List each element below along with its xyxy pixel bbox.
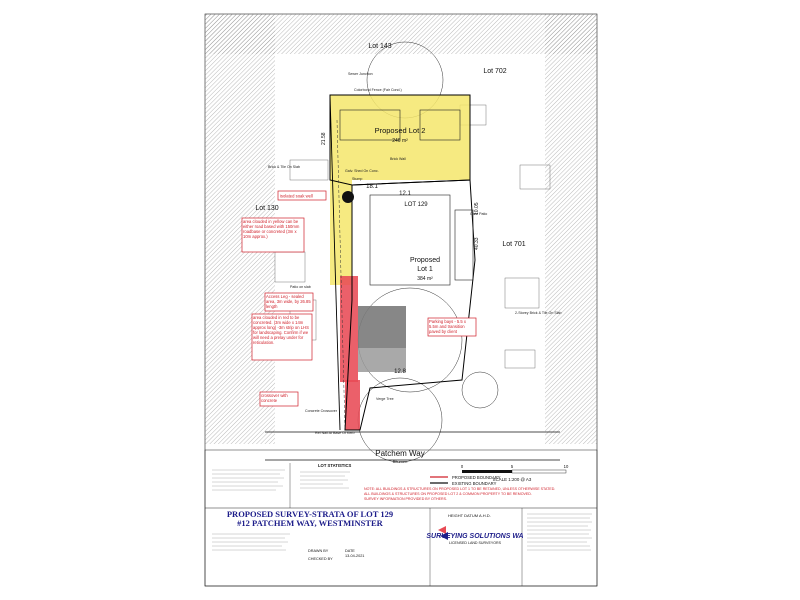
lot130-label: Lot 130 [255,205,278,212]
isolated-soak-well [342,191,354,203]
lot129-label: LOT 129 [404,202,428,208]
legend-note-1: NOTE: ALL BUILDINGS & STRUCTURES ON PROP… [364,487,555,491]
grey-parking-bay-2 [358,348,406,372]
company-name: SURVEYING SOLUTIONS WA [426,533,523,540]
date-label: DATE [345,549,355,553]
legend-note-2: ALL BUILDINGS & STRUCTURES ON PROPOSED L… [364,492,532,496]
lot702-label: Lot 702 [483,68,506,75]
scale-tick-0: 0 [461,464,464,469]
lot1-boundary [344,179,476,431]
note-access-leg: Access Leg - sealed area, 3m wide, by 26… [264,292,314,312]
svg-text:isolated soak well: isolated soak well [280,194,313,199]
checked-by-label: CHECKED BY [308,557,333,561]
dim-lower: 12.8 [394,369,406,375]
red-cloud-area [340,276,358,382]
dim-top: 12.1 [399,191,411,197]
street-name: Patchem Way [375,449,425,458]
main-title-2: #12 PATCHEM WAY, WESTMINSTER [237,518,383,528]
lot2-title: Proposed Lot 2 [375,126,426,135]
scale-tick-5: 5 [511,464,514,469]
lot1-sub: Lot 1 [417,266,433,273]
street-sub: Bitumen [393,459,408,464]
two-storey-label: 2-Storey Brick & Tile On Slab [515,311,562,315]
scale-label: SCALE 1:200 @ A3 [493,477,532,482]
note-red-cloud: area clouded in red to be concreted. (3m… [251,313,313,361]
note-yellow-cloud: area clouded in yellow can be either roa… [241,217,305,253]
ref-nail-label: Ref Nail At Base Of Kerb [315,431,355,435]
brick-tile-label: Brick & Tile On Slab [268,165,300,169]
sewer-junction-label: Sewer Junction [348,72,373,76]
legend-note-3: SURVEY INFORMATION PROVIDED BY OTHERS. [364,497,447,501]
dim-mid: 18.1 [366,184,378,190]
note-parking-bays: Parking bays - 5.5 x 5.5m and transition… [427,317,477,337]
company-logo [438,526,448,540]
note-isolated-soak-well: isolated soak well [277,190,327,201]
drawn-by-label: DRAWN BY [308,549,329,553]
verge-tree-label: Verge Tree [376,397,394,401]
brick-wall-label: Brick Wall [390,157,406,161]
lot2-area: 246 m² [392,138,408,144]
hatch-right [545,14,597,444]
colorbond-fence-label: Colorbond Fence (Fair Cond.) [354,88,402,92]
lot1-area: 384 m² [417,276,433,282]
legend-existing-label: EXISTING BOUNDARY [452,481,497,486]
fine-print [212,469,592,551]
dim-right-upper: 10.05 [474,202,480,215]
dim-left-upper: 21.58 [321,132,327,145]
patio-slab-label: Patio on slab [290,285,311,289]
galv-patio-label: Galv. Patio [470,212,487,216]
height-datum: HEIGHT DATUM A.H.D. [448,513,491,518]
house-footprints [339,109,474,286]
note-crossover: crossover with concrete [259,391,299,407]
scale-tick-10: 10 [564,464,569,469]
main-title-1: PROPOSED SURVEY-STRATA OF LOT 129 [227,509,393,519]
legend-proposed-label: PROPOSED BOUNDARY [452,475,501,480]
red-cloud-crossover [345,380,360,430]
title-block [204,449,598,587]
lot1-title: Proposed [410,257,440,264]
date-value: 13-04-2021 [345,554,364,558]
yellow-access-strip [330,180,352,285]
galv-shed-label: Galv. Shed On Conc. [345,169,379,173]
dim-right-lower: 40.33 [474,237,480,250]
lot-statistics-heading: LOT STATISTICS [318,463,352,468]
dashed-line [336,119,346,431]
lot701-label: Lot 701 [502,241,525,248]
concrete-crossover-label: Concrete Crossover [305,409,338,413]
left-boundary [329,94,341,431]
lot143-label: Lot 143 [368,43,391,50]
scale-bar: 0 5 10 SCALE 1:200 @ A3 [461,464,569,482]
stump-label: Stump [352,177,362,181]
company-sub: LICENSED LAND SURVEYORS [449,541,502,545]
grey-parking-bay [358,306,406,348]
